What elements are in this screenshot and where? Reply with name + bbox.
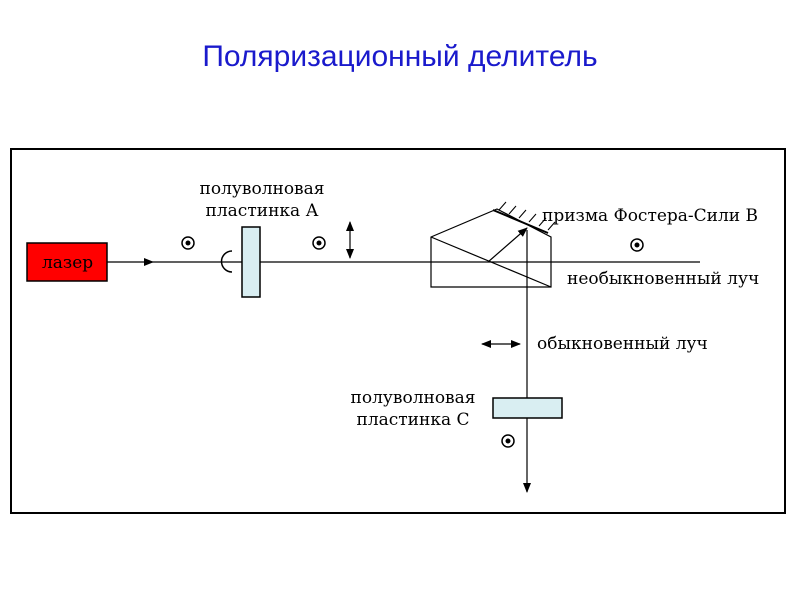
prism-label: призма Фостера-Сили В [542, 206, 758, 226]
polarization-dot-3 [630, 238, 644, 252]
halfwave-plate-a [241, 226, 261, 298]
prism-internal-arrow [487, 227, 528, 263]
halfwave-plate-a-label-line2: пластинка А [206, 201, 319, 221]
halfwave-plate-c [492, 397, 563, 419]
laser-box [26, 242, 108, 282]
rotation-arc-icon [220, 250, 233, 273]
halfwave-plate-c-label-line2: пластинка С [356, 410, 469, 430]
extraordinary-beam-label: необыкновенный луч [567, 269, 759, 289]
laser-label: лазер [42, 253, 93, 273]
halfwave-plate-a-label-line1: полуволновая [200, 179, 325, 199]
foster-seeley-prism [430, 201, 556, 288]
halfwave-plate-c-label-line1: полуволновая [351, 388, 476, 408]
page-title: Поляризационный делитель [202, 40, 598, 73]
ordinary-beam-label: обыкновенный луч [537, 334, 708, 354]
diagram-frame [10, 148, 786, 514]
polarization-dot-2 [312, 236, 326, 250]
polarization-dot-1 [181, 236, 195, 250]
polarization-dot-4 [501, 434, 515, 448]
